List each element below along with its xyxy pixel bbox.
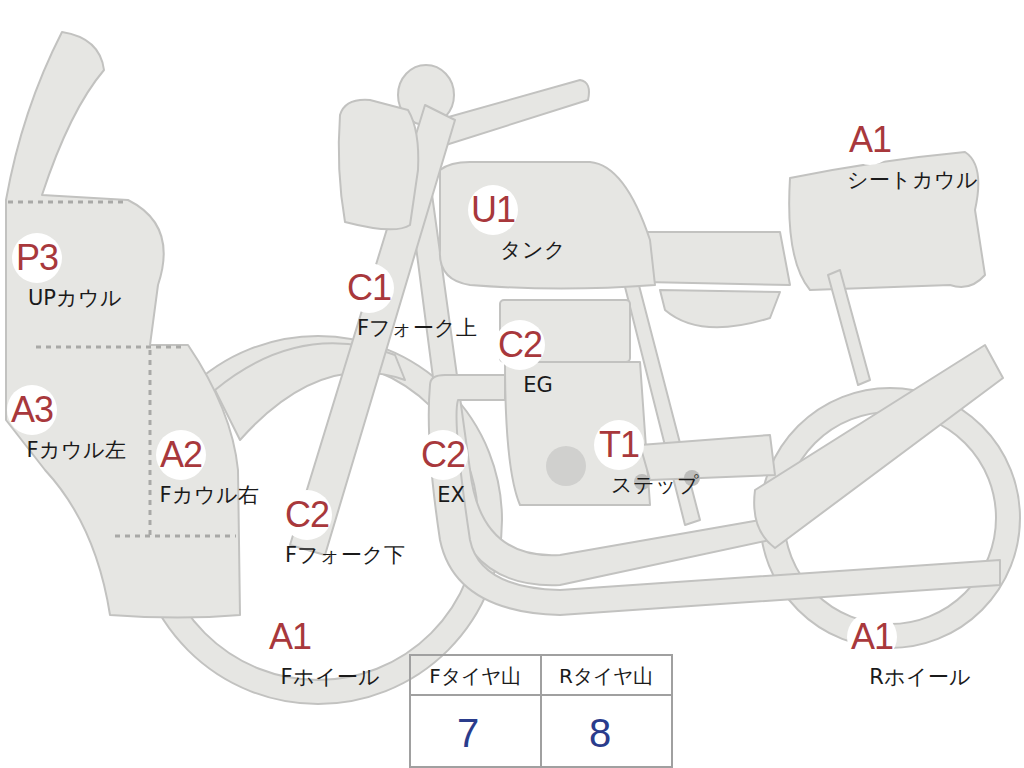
- callout-code: A1: [269, 619, 311, 655]
- callout-code: C2: [421, 437, 465, 473]
- part-name: Fフォーク上: [355, 316, 479, 340]
- callout-node: T1ステップ: [573, 420, 665, 497]
- callout-circle: C2: [418, 430, 468, 480]
- callout-circle: A3: [7, 385, 57, 435]
- callout-node: A1シートカウル: [803, 115, 938, 192]
- callout-code: A2: [160, 437, 202, 473]
- callout-node: A3Fカウル左: [0, 385, 84, 462]
- callout-circle: T1: [594, 420, 644, 470]
- callout-circle: A1: [265, 612, 315, 662]
- callout-code: A1: [851, 619, 893, 655]
- part-name: シートカウル: [845, 168, 980, 192]
- callout-code: T1: [599, 427, 639, 463]
- table-header: Rタイヤ山: [559, 666, 653, 686]
- callout-code: C1: [347, 270, 391, 306]
- callout-circle: A1: [847, 612, 897, 662]
- part-name: Fフォーク下: [283, 543, 407, 567]
- callout-circle: U1: [468, 185, 518, 235]
- callout-code: P3: [16, 240, 58, 276]
- callout-node: A1Fホイール: [238, 612, 341, 689]
- part-name: EG: [521, 373, 555, 397]
- part-name: UPカウル: [26, 286, 124, 310]
- part-name: タンク: [498, 238, 568, 262]
- callout-node: U1タンク: [458, 185, 528, 262]
- callout-node: C2EG: [495, 320, 545, 397]
- callout-circle: P3: [12, 233, 62, 283]
- callout-node: C2EX: [418, 430, 468, 507]
- part-name: Rホイール: [867, 665, 973, 689]
- callout-node: A1Rホイール: [819, 612, 925, 689]
- callout-circle: A2: [156, 430, 206, 480]
- table-value: 7: [457, 713, 479, 753]
- part-name: Fカウル右: [157, 483, 260, 507]
- part-name: ステップ: [609, 473, 701, 497]
- callout-code: A1: [849, 122, 891, 158]
- callout-circle: C2: [495, 320, 545, 370]
- callout-code: C2: [498, 327, 542, 363]
- part-name: Fカウル左: [24, 438, 127, 462]
- callout-node: C1Fフォーク上: [307, 263, 431, 340]
- callout-node: C2Fフォーク下: [245, 490, 369, 567]
- callout-node: P3UPカウル: [0, 233, 86, 310]
- table-value: 8: [589, 713, 611, 753]
- part-name: Fホイール: [278, 665, 381, 689]
- part-name: EX: [435, 483, 467, 507]
- table-header: Fタイヤ山: [429, 666, 521, 686]
- callout-node: A2Fカウル右: [129, 430, 232, 507]
- callout-code: A3: [11, 392, 53, 428]
- callout-circle: A1: [845, 115, 895, 165]
- callout-circle: C2: [282, 490, 332, 540]
- callout-code: C2: [285, 497, 329, 533]
- callout-circle: C1: [344, 263, 394, 313]
- callout-code: U1: [471, 192, 515, 228]
